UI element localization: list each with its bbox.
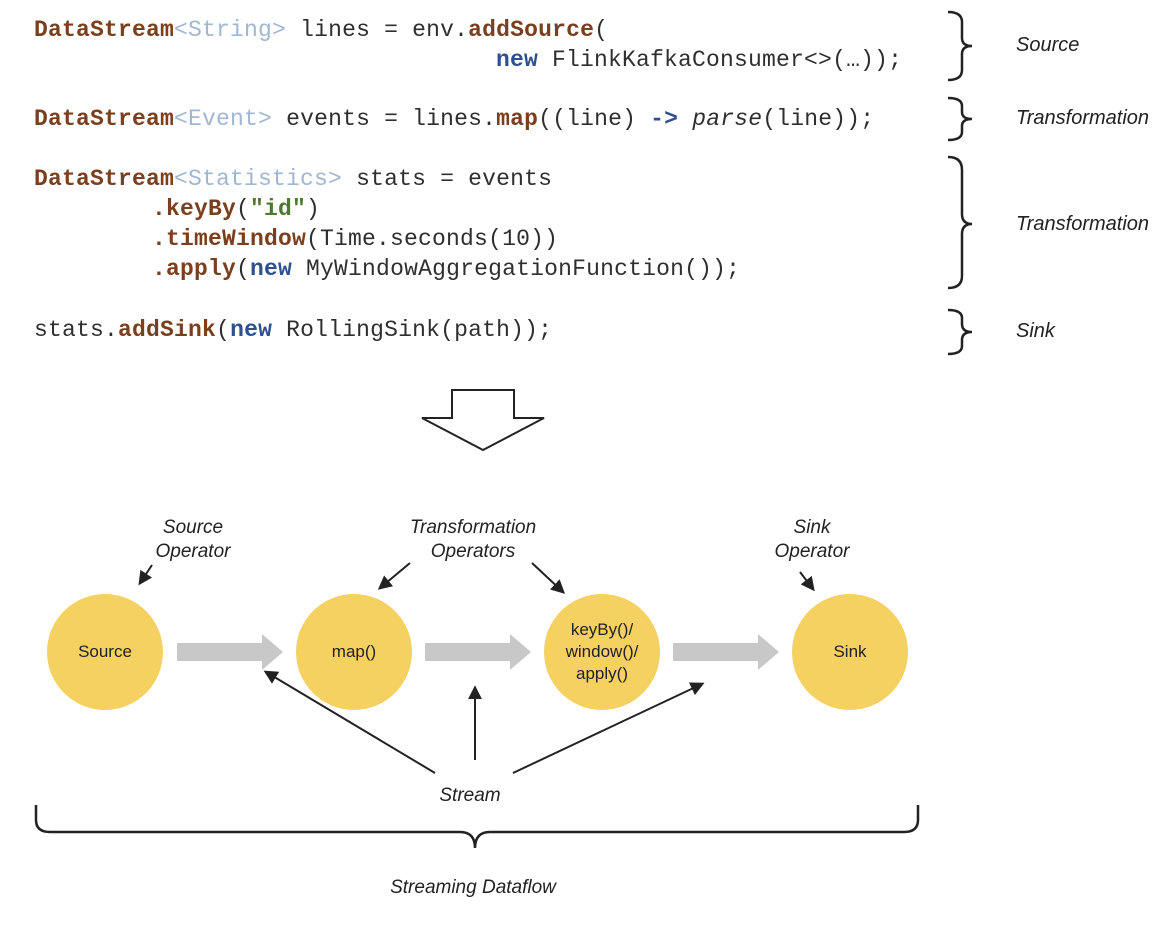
code-stats-line-4: .apply(new MyWindowAggregationFunction()… [152,256,740,282]
node-sink: Sink [792,594,908,710]
code-token: FlinkKafkaConsumer<>(…)); [538,47,903,73]
code-token: new [230,317,273,343]
label-transformation-operators: Transformation Operators [409,517,537,562]
brace-label-transformation-1: Transformation [1016,107,1150,129]
flow-arrow-keyby-sink [673,634,779,670]
node-keyby-window-apply: keyBy()/ window()/ apply() [544,594,660,710]
node-keyby-label: keyBy()/ window()/ apply() [565,620,639,683]
code-token: <Statistics> [174,166,343,192]
node-source: Source [47,594,163,710]
label-streaming-dataflow: Streaming Dataflow [390,877,556,898]
label-stream: Stream [439,785,501,806]
code-token: parse [692,106,763,132]
pointer-transformation-map [377,562,411,590]
node-map-label: map() [331,642,377,661]
brace-label-source: Source [1016,34,1080,56]
conversion-arrow [421,389,545,452]
code-token: DataStream [34,17,175,43]
code-stats-line-3: .timeWindow(Time.seconds(10)) [152,226,558,252]
code-source-line-1: DataStream<String> lines = env.addSource… [34,17,608,43]
code-source-line-2: new FlinkKafkaConsumer<>(…)); [496,47,902,73]
code-token: (Time.seconds(10)) [306,226,559,252]
code-token: ( [594,17,609,43]
brace-transformation-1 [947,96,973,142]
code-sink-line: stats.addSink(new RollingSink(path)); [34,317,552,343]
brace-transformation-2 [947,155,973,290]
code-token: DataStream [34,166,175,192]
code-token: <String> [174,17,287,43]
code-token: new [496,47,539,73]
code-token: DataStream [34,106,175,132]
code-token: lines = env. [286,17,469,43]
code-token: MyWindowAggregationFunction()); [292,256,741,282]
flow-arrow-source-map [177,634,283,670]
code-stats-line-2: .keyBy("id") [152,196,320,222]
brace-label-transformation-2: Transformation [1016,213,1150,235]
code-token: addSink [118,317,217,343]
code-token: ( [216,317,231,343]
code-token: ( [236,256,251,282]
code-token: events = lines. [272,106,497,132]
streaming-dataflow-brace [34,805,920,849]
code-token: stats = events [342,166,553,192]
pointer-sink-operator [799,571,815,592]
pointer-source-operator [138,564,153,586]
node-sink-label: Sink [833,642,867,661]
code-token: ( [236,196,251,222]
label-sink-operator: Sink Operator [774,517,850,562]
code-token: new [250,256,293,282]
code-token: -> [650,106,679,132]
brace-source [947,10,973,82]
node-source-label: Source [78,642,132,661]
code-token: RollingSink(path)); [272,317,553,343]
code-token: .apply [152,256,237,282]
code-token: ((line) [538,106,651,132]
code-stats-line-1: DataStream<Statistics> stats = events [34,166,552,192]
code-token: stats. [34,317,119,343]
code-token: .keyBy [152,196,237,222]
brace-label-sink: Sink [1016,320,1055,342]
code-token: (line)); [762,106,875,132]
code-token: ) [306,196,321,222]
code-token: map [496,106,539,132]
brace-sink [947,308,973,356]
stream-pointer-left [263,670,436,774]
code-map-line: DataStream<Event> events = lines.map((li… [34,106,874,132]
code-token: <Event> [174,106,273,132]
flow-arrow-map-keyby [425,634,531,670]
label-source-operator: Source Operator [155,517,231,562]
code-token: addSource [468,17,595,43]
pointer-transformation-keyby [531,562,566,594]
code-token: "id" [250,196,307,222]
code-token [678,106,692,132]
node-map: map() [296,594,412,710]
stream-pointer-right [512,682,705,774]
code-token: .timeWindow [152,226,307,252]
